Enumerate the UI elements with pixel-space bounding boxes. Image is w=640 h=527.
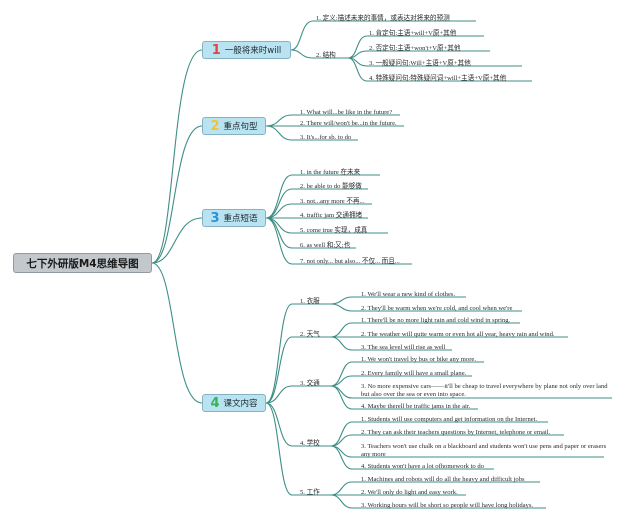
b1-structure-item: 4. 特殊疑问句:特殊疑问词+will+主语+V原+其他 <box>369 75 507 82</box>
b3-phrase: 7. not only... but also... 不仅... 而且... <box>300 258 400 265</box>
branch-4-number: 4 <box>210 395 220 411</box>
branch-4-node: 4 课文内容 <box>202 394 266 412</box>
b4-sentence: 2. Every family will have a small plane. <box>361 370 467 377</box>
connector-topic-traffic <box>330 361 612 410</box>
b4-sentence: 1. There'll be no more light rain and co… <box>361 317 511 324</box>
b2-pattern: 3. It's...for sb. to do <box>300 134 352 141</box>
b4-sentence: 2. The weather will quite warm or even h… <box>361 331 555 338</box>
b4-sentence: 1. Students will use computers and get i… <box>361 416 538 423</box>
branch-2-number: 2 <box>210 118 220 134</box>
connector-topic-weather <box>330 322 568 351</box>
connector-b1-children <box>290 20 476 59</box>
b3-phrase: 4. traffic jam 交通拥堵 <box>300 212 363 219</box>
b4-topic-traffic: 3. 交通 <box>300 380 320 387</box>
b4-sentence: 1. We won't travel by bus or bike any mo… <box>361 356 476 363</box>
b3-phrase: 6. as well 和;又;也 <box>300 242 351 249</box>
connector-root-b3 <box>151 217 203 264</box>
b4-sentence: 1. We'll wear a new kind of clothes. <box>361 291 456 298</box>
branch-3-node: 3 重点短语 <box>202 209 266 227</box>
b4-sentence: 1. Machines and robots will do all the h… <box>361 476 525 483</box>
connector-root-b1 <box>151 49 203 264</box>
b4-sentence: 4. Students won't have a lot ofhomework … <box>361 463 484 470</box>
connector-b4-topics <box>265 303 331 496</box>
branch-2-node: 2 重点句型 <box>202 117 266 135</box>
branch-1-number: 1 <box>211 42 221 58</box>
b1-structure-item: 1. 肯定句:主语+will+V原+其他 <box>369 30 457 37</box>
b4-topic-clothes: 1. 衣服 <box>300 298 320 305</box>
b3-phrase: 2. be able to do 能够做 <box>300 183 362 190</box>
b4-topic-school: 4. 学校 <box>300 440 320 447</box>
b4-topic-weather: 2. 天气 <box>300 331 320 338</box>
connector-b1-struct <box>347 35 532 82</box>
b1-structure-item: 2. 否定句:主语+won't+V原+其他 <box>369 45 461 52</box>
b3-phrase: 5. come true 实现，成真 <box>300 227 368 234</box>
connector-root-b2 <box>151 125 203 264</box>
b4-sentence: 3. Teachers won't use chalk on a blackbo… <box>361 443 607 458</box>
branch-1-title: 一般将来时will <box>224 46 282 56</box>
branch-3-number: 3 <box>210 210 220 226</box>
b1-definition: 1. 定义:描述未来的事情，或表达对将来的预测 <box>316 15 450 22</box>
connector-topic-work <box>330 481 546 509</box>
branch-1-node: 1 一般将来时will <box>202 41 291 59</box>
branch-3-title: 重点短语 <box>223 214 258 224</box>
connector-root-b4 <box>151 262 203 404</box>
branch-2-title: 重点句型 <box>223 122 258 132</box>
b1-structure-item: 3. 一般疑问句:Will+主语+V原+其他 <box>369 60 471 67</box>
b4-topic-work: 5. 工作 <box>300 489 320 496</box>
b3-phrase: 3. not...any more 不再... <box>300 198 365 205</box>
root-node: 七下外研版M4思维导图 <box>13 253 152 273</box>
b4-sentence: 3. The sea level will rise as well <box>361 344 446 351</box>
b1-structure: 2. 结构 <box>316 52 336 59</box>
root-title: 七下外研版M4思维导图 <box>26 257 139 270</box>
b4-sentence: 2. They can ask their teachers questions… <box>361 429 551 436</box>
b4-sentence: 3. Working hours will be short so people… <box>361 502 534 509</box>
connector-topic-school <box>330 421 604 470</box>
b4-sentence: 4. Maybe therell be traffic jams in the … <box>361 403 471 410</box>
b2-pattern: 2. There will/won't be...in the future. <box>300 120 397 127</box>
connector-b3-children <box>265 174 412 265</box>
b4-sentence: 2. They'll be warm when we're cold, and … <box>361 305 513 312</box>
connector-b2-children <box>265 114 404 141</box>
branch-4-title: 课文内容 <box>223 399 258 409</box>
b4-sentence: 3. No more expensive cars——it'll be chea… <box>361 383 608 398</box>
b4-sentence: 2. We'll only do light and easy work. <box>361 489 458 496</box>
b2-pattern: 1. What will...be like in the future? <box>300 109 393 116</box>
connector-topic-clothes <box>330 296 522 312</box>
b3-phrase: 1. in the future 在未来 <box>300 169 361 176</box>
